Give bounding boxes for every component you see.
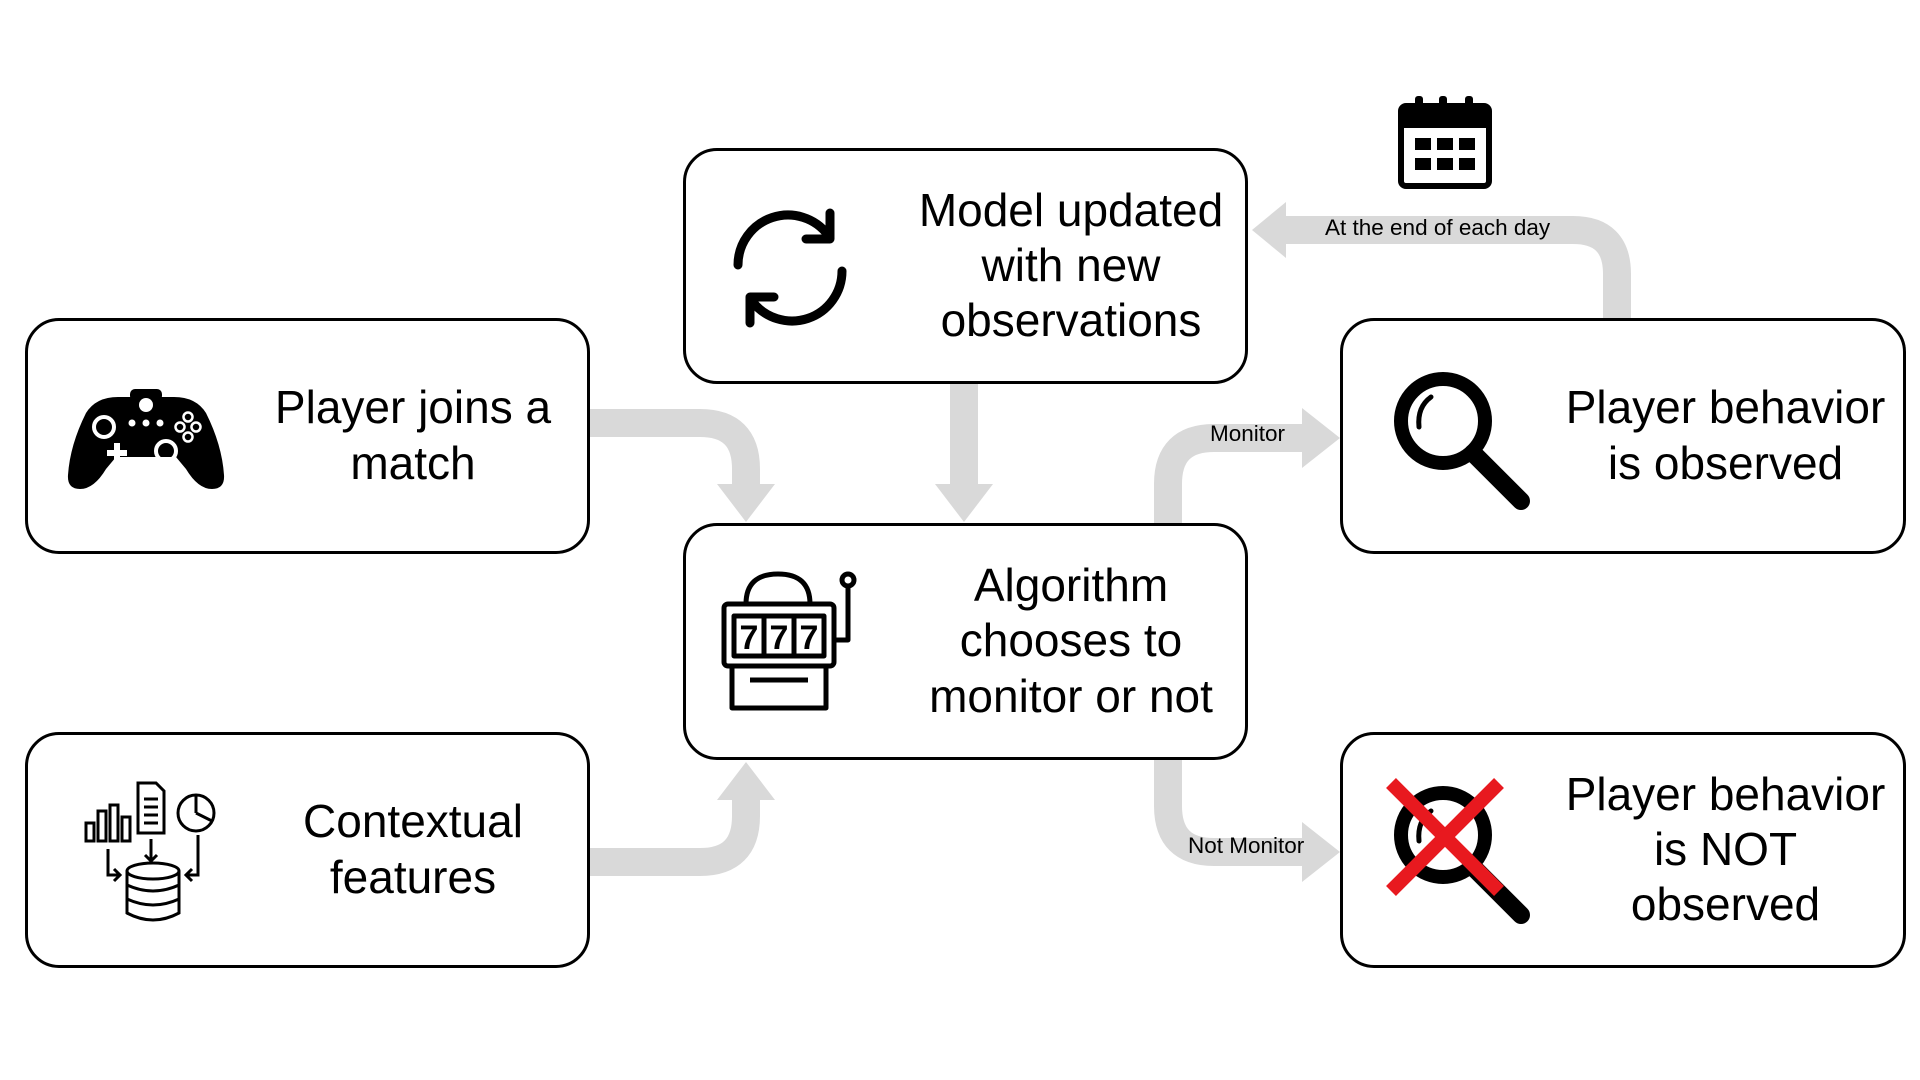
node-label: Player behavior is NOT observed (1565, 767, 1886, 931)
arrow-observed-to-model (1276, 216, 1631, 318)
node-model-updated: Model updated with new observations (683, 148, 1248, 384)
data-database-icon (84, 781, 216, 922)
calendar-icon (1398, 96, 1492, 189)
edge-label-monitor: Monitor (1210, 421, 1286, 446)
node-label: Algorithm chooses to monitor or not (929, 559, 1213, 722)
arrowhead-algorithm-to-not-observed (1302, 822, 1340, 882)
crossed-magnifier-icon (1386, 778, 1530, 924)
arrowhead-model-to-algorithm (935, 484, 993, 522)
arrow-features-to-algorithm (588, 790, 760, 876)
slot-machine-icon: 7 7 7 (721, 571, 857, 711)
node-algorithm: 7 7 7 Algorithm chooses to monitor or no… (683, 523, 1248, 760)
node-label: Model updated with new observations (918, 183, 1224, 347)
arrowhead-features-to-algorithm (717, 762, 775, 800)
node-contextual-features: Contextual features (25, 732, 590, 968)
arrow-player-to-algorithm (588, 409, 760, 486)
node-label: Player behavior is observed (1565, 381, 1886, 489)
node-observed: Player behavior is observed (1340, 318, 1906, 554)
node-label: Contextual features (303, 795, 523, 903)
svg-text:7: 7 (800, 619, 819, 657)
node-not-observed: Player behavior is NOT observed (1340, 732, 1906, 968)
refresh-icon (733, 208, 847, 328)
edge-label-daily-update: At the end of each day (1325, 215, 1551, 240)
arrow-algorithm-to-observed (1154, 424, 1305, 523)
magnifier-icon (1394, 372, 1530, 510)
arrow-algorithm-to-not-observed (1154, 760, 1305, 866)
node-player-joins: Player joins a match (25, 318, 590, 554)
svg-text:7: 7 (770, 619, 789, 657)
arrowhead-observed-to-model (1252, 202, 1286, 258)
svg-text:7: 7 (740, 619, 759, 657)
node-label: Player joins a match (274, 381, 552, 489)
gamepad-icon (67, 389, 225, 489)
arrowhead-algorithm-to-observed (1302, 408, 1340, 468)
edge-label-not-monitor: Not Monitor (1188, 833, 1305, 858)
arrowhead-player-to-algorithm (717, 484, 775, 522)
